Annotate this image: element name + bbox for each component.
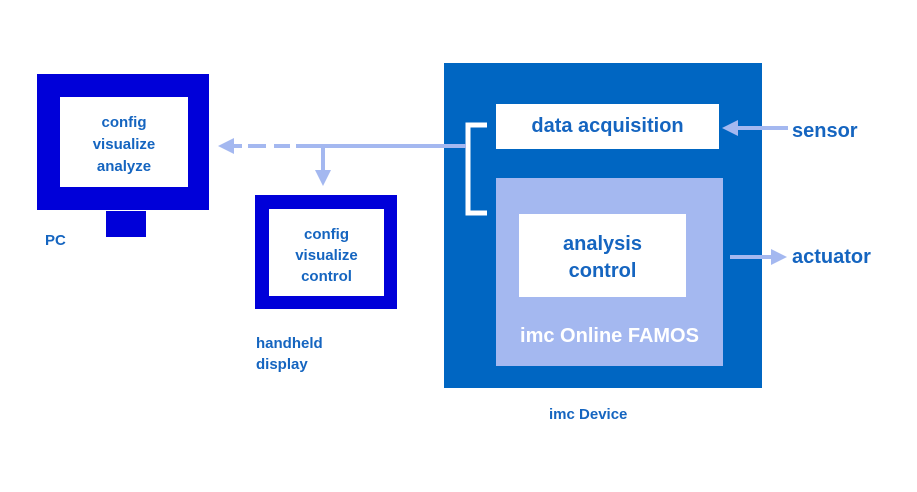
sensor-arrowhead	[722, 120, 738, 136]
handheld-screen-line-visualize: visualize	[295, 247, 358, 264]
handheld-label: handheld display	[256, 333, 323, 375]
data-acquisition-box: data acquisition	[496, 104, 719, 149]
actuator-label: actuator	[792, 246, 871, 268]
pc-screen-text: config visualize analyze	[60, 112, 188, 178]
bracket-connector	[465, 122, 487, 216]
handheld-screen-line-control: control	[301, 268, 352, 285]
actuator-arrowhead	[771, 249, 787, 265]
handheld-label-line-2: display	[256, 356, 308, 373]
handheld-screen	[269, 209, 384, 296]
analysis-line: analysis	[563, 233, 642, 255]
analysis-control-box	[519, 214, 686, 297]
pc-arrowhead	[218, 138, 234, 154]
online-famos-label: imc Online FAMOS	[520, 325, 699, 347]
sensor-label: sensor	[792, 120, 858, 142]
pc-screen-line-analyze: analyze	[96, 158, 152, 175]
pc-label: PC	[45, 232, 66, 249]
pc-screen-line-visualize: visualize	[92, 136, 156, 153]
handheld-label-line-1: handheld	[256, 335, 323, 352]
pc-screen-line-config: config	[101, 114, 147, 131]
handheld-screen-text: config visualize control	[269, 224, 384, 287]
pc-monitor-screen	[60, 97, 188, 187]
handheld-screen-line-config: config	[304, 226, 349, 243]
data-acquisition-label: data acquisition	[531, 115, 684, 137]
analysis-control-text: analysis control	[519, 231, 686, 285]
imc-device-label: imc Device	[549, 406, 628, 423]
control-line: control	[568, 260, 637, 282]
handheld-arrowhead	[315, 170, 331, 186]
pc-monitor-stand	[106, 211, 146, 237]
